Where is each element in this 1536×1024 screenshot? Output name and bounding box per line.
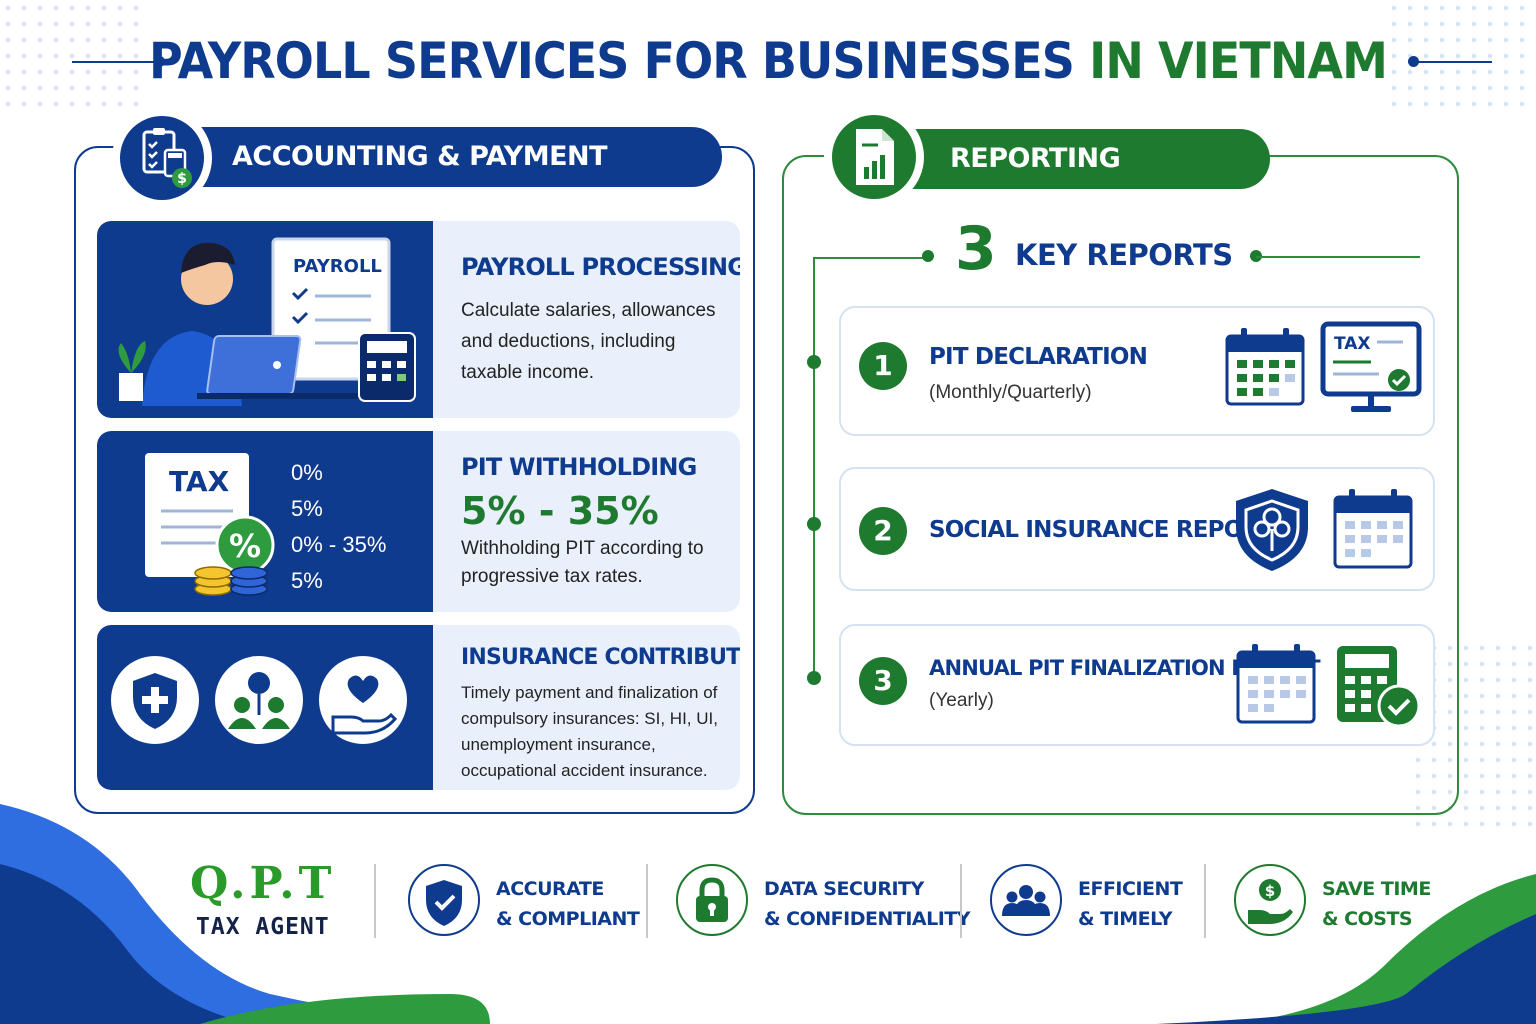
feature-line1: DATA SECURITY — [764, 878, 924, 900]
feature-icon-circle — [408, 864, 480, 936]
svg-text:$: $ — [177, 171, 187, 187]
feature-line1: ACCURATE — [496, 878, 604, 900]
rate-item: 0% - 35% — [291, 532, 387, 557]
shield-check-icon — [426, 880, 462, 926]
key-reports-label: KEY REPORTS — [1015, 238, 1233, 272]
page-title: PAYROLL SERVICES FOR BUSINESSES IN VIETN… — [61, 26, 1474, 96]
report-pit-declaration: 1 PIT DECLARATION (Monthly/Quarterly) TA… — [839, 306, 1435, 436]
feature-icon-circle — [676, 864, 748, 936]
decorative-dots-top-left — [0, 0, 150, 110]
report-number: 3 — [859, 657, 907, 705]
feature-line1: SAVE TIME — [1322, 878, 1431, 900]
report-title: PIT DECLARATION — [929, 344, 1148, 370]
title-right-dot — [1408, 56, 1419, 67]
timeline-dot-2 — [807, 517, 821, 531]
footer-separator — [1204, 864, 1206, 938]
card-insurance-contributions: INSURANCE CONTRIBUTIONS Timely payment a… — [97, 625, 740, 790]
tax-monitor-icon — [1320, 321, 1422, 412]
report-subtitle: (Yearly) — [929, 690, 994, 711]
pit-withholding-desc: Withholding PIT according to progressive… — [461, 538, 704, 587]
report-subtitle: (Monthly/Quarterly) — [929, 382, 1092, 403]
insurance-contributions-title: INSURANCE CONTRIBUTIONS — [461, 645, 740, 670]
calendar-icon — [1333, 489, 1413, 569]
key-line-left — [815, 257, 927, 259]
feature-icon-circle — [990, 864, 1062, 936]
svg-text:$: $ — [1265, 882, 1275, 900]
company-logo-subtitle: TAX AGENT — [196, 914, 330, 940]
feature-line2: & TIMELY — [1078, 908, 1173, 930]
card-pit-withholding: % TAX 0% 5% 0% - 35% 5% PIT WITHHOLDING … — [97, 431, 740, 612]
footer-waves — [0, 804, 1536, 1024]
tax-illustration: % TAX 0% 5% 0% - 35% 5% — [97, 431, 433, 612]
hand-money-icon: $ — [1248, 879, 1293, 924]
tax-monitor-label: TAX — [1334, 334, 1371, 354]
timeline-dot-1 — [807, 355, 821, 369]
clipboard-calculator-icon: $ — [142, 128, 192, 188]
key-dot-left — [922, 250, 934, 262]
key-line-right — [1256, 256, 1420, 258]
report-title: SOCIAL INSURANCE REPORT — [929, 517, 1274, 543]
insurance-illustration — [97, 625, 433, 790]
insurance-contributions-desc: Timely payment and finalization of compu… — [461, 683, 718, 780]
payroll-processing-title: PAYROLL PROCESSING — [461, 253, 740, 281]
payroll-illustration: PAYROLL — [97, 221, 433, 418]
title-left-line — [72, 61, 156, 63]
rate-item: 0% — [291, 460, 323, 485]
team-icon — [1002, 885, 1050, 916]
payroll-processing-desc: Calculate salaries, allowances and deduc… — [461, 300, 716, 383]
person-laptop-illustration — [118, 237, 416, 406]
decorative-dots-top-right — [1386, 0, 1536, 110]
report-number: 2 — [859, 507, 907, 555]
accounting-badge: $ — [112, 108, 212, 208]
svg-text:%: % — [229, 527, 261, 565]
calendar-icon — [1225, 328, 1305, 406]
feature-line1: EFFICIENT — [1078, 878, 1183, 900]
title-right-line — [1416, 61, 1492, 63]
footer-separator — [374, 864, 376, 938]
calendar-icon — [1236, 644, 1316, 724]
reporting-badge — [824, 107, 924, 207]
payroll-doc-label: PAYROLL — [293, 256, 382, 277]
report-number: 1 — [859, 342, 907, 390]
feature-text: ACCURATE & COMPLIANT — [496, 874, 640, 934]
feature-text: EFFICIENT & TIMELY — [1078, 874, 1183, 934]
tax-document-illustration: % — [145, 453, 275, 596]
rate-item: 5% — [291, 496, 323, 521]
reporting-heading: REPORTING SERVICES — [870, 129, 1270, 234]
feature-line2: & COMPLIANT — [496, 908, 640, 930]
card-payroll-processing: PAYROLL PAYROLL PROCESSING Calculate sal… — [97, 221, 740, 418]
feature-line2: & CONFIDENTIALITY — [764, 908, 971, 930]
report-social-insurance: 2 SOCIAL INSURANCE REPORT — [839, 467, 1435, 591]
insurance-icons — [111, 656, 407, 744]
footer-separator — [960, 864, 962, 938]
footer-separator — [646, 864, 648, 938]
key-reports-count: 3 — [955, 214, 997, 284]
company-logo: Q.P.T — [190, 858, 336, 909]
feature-line2: & COSTS — [1322, 908, 1413, 930]
report-annual-pit-finalization: 3 ANNUAL PIT FINALIZATION REPORT (Yearly… — [839, 624, 1435, 746]
accounting-heading: ACCOUNTING & PAYMENT SERVICES — [160, 127, 722, 232]
feature-text: DATA SECURITY & CONFIDENTIALITY — [764, 874, 971, 934]
feature-text: SAVE TIME & COSTS — [1322, 874, 1431, 934]
title-part-blue: PAYROLL SERVICES FOR BUSINESSES — [149, 32, 1075, 90]
rate-item: 5% — [291, 568, 323, 593]
rates-list: 0% 5% 0% - 35% 5% — [291, 455, 386, 599]
pit-withholding-title: PIT WITHHOLDING — [461, 453, 697, 481]
title-left-dot — [154, 56, 165, 67]
timeline-line — [813, 257, 815, 677]
tax-doc-label: TAX — [169, 465, 230, 498]
title-part-green: IN VIETNAM — [1089, 32, 1388, 90]
title-row: PAYROLL SERVICES FOR BUSINESSES IN VIETN… — [0, 26, 1536, 96]
timeline-dot-3 — [807, 671, 821, 685]
feature-icon-circle: $ — [1234, 864, 1306, 936]
report-document-icon — [856, 129, 894, 185]
calculator-check-icon — [1337, 646, 1421, 728]
pit-rate: 5% - 35% — [461, 489, 659, 533]
insurance-shield-icon — [1236, 489, 1308, 571]
lock-icon — [696, 877, 728, 922]
